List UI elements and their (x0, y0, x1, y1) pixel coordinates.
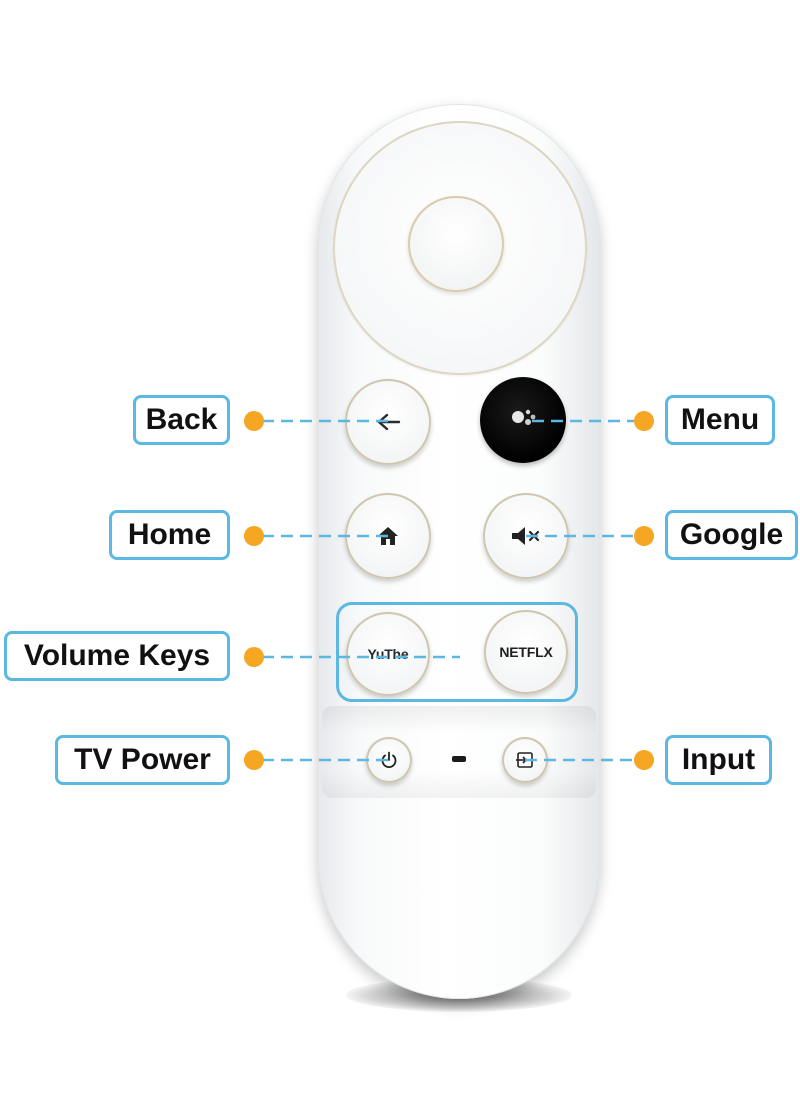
menu-callout: Menu (665, 395, 775, 445)
tv-power-callout-dot (244, 750, 264, 770)
home-callout: Home (109, 510, 230, 560)
app-buttons-group-outline (336, 602, 578, 702)
status-led (452, 756, 466, 762)
dpad-center-button[interactable] (408, 196, 504, 292)
volume-keys-callout-dot (244, 647, 264, 667)
home-callout-dot (244, 526, 264, 546)
menu-callout-dot (634, 411, 654, 431)
assistant-dots-icon (512, 409, 536, 425)
tv-power-callout: TV Power (55, 735, 230, 785)
back-callout-dot (244, 411, 264, 431)
google-callout-dot (634, 526, 654, 546)
input-callout: Input (665, 735, 772, 785)
back-callout: Back (133, 395, 230, 445)
netflix-button[interactable]: NETFLX (484, 610, 568, 694)
tv-power-button[interactable] (366, 737, 412, 783)
netflix-button-label: NETFLX (499, 644, 553, 660)
volume-keys-callout: Volume Keys (4, 631, 230, 681)
google-callout: Google (665, 510, 798, 560)
input-callout-dot (634, 750, 654, 770)
